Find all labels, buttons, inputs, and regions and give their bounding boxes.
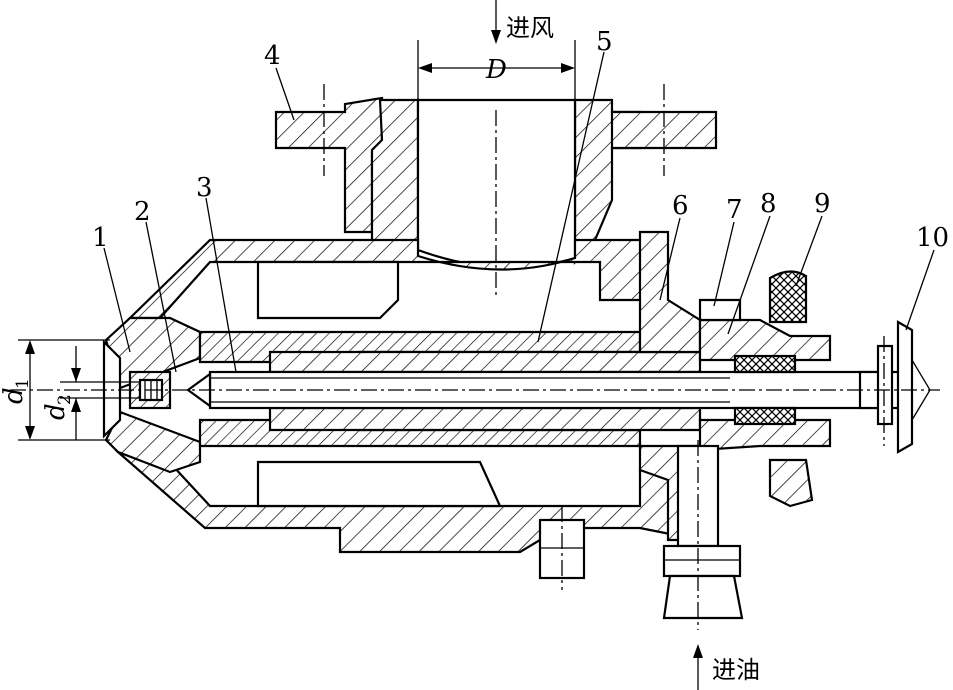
part-label-6: 6 — [672, 191, 689, 221]
part-label-8: 8 — [760, 189, 777, 219]
part-label-7: 7 — [726, 195, 743, 225]
air-inlet-housing — [274, 96, 718, 269]
part-label-10: 10 — [916, 223, 949, 253]
part-label-9: 9 — [814, 189, 831, 219]
part-label-3: 3 — [196, 173, 213, 203]
central-sleeve — [198, 330, 702, 448]
part-label-1: 1 — [92, 223, 109, 253]
rear-housing — [638, 230, 832, 542]
oil-inlet-label: 进油 — [712, 656, 760, 684]
air-inlet-arrow: 进风 — [491, 0, 554, 44]
d2-subscript: 2 — [55, 394, 75, 405]
part-label-5: 5 — [596, 27, 613, 57]
dimension-d-label: D — [485, 55, 507, 85]
part-label-2: 2 — [134, 197, 151, 227]
oil-inlet-arrow: 进油 — [693, 644, 760, 690]
d1-label: d — [0, 387, 29, 404]
part-callouts: 1 2 3 4 5 6 7 8 9 10 — [92, 27, 949, 373]
d1-subscript: 1 — [13, 378, 33, 389]
center-lines — [10, 84, 940, 630]
dimension-d: D — [417, 40, 576, 100]
dimension-d1-d2: d 1 d 2 — [0, 339, 140, 441]
air-inlet-label: 进风 — [506, 14, 554, 42]
part-label-4: 4 — [264, 41, 281, 71]
d2-label: d — [41, 403, 71, 420]
